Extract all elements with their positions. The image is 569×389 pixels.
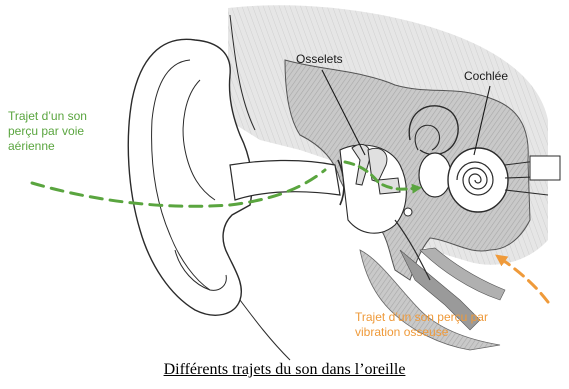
- air-path-label: Trajet d’un son perçu par voie aérienne: [8, 109, 87, 154]
- air-path-label-line-2: perçu par voie: [8, 124, 87, 139]
- figure-caption: Différents trajets du son dans l’oreille: [0, 361, 569, 379]
- round-window: [404, 208, 412, 216]
- bone-path-label-line-2: vibration osseuse: [355, 325, 488, 340]
- bone-path-arrow: [500, 258, 548, 302]
- air-path-label-line-3: aérienne: [8, 139, 87, 154]
- bone-path-label: Trajet d’un son perçu par vibration osse…: [355, 310, 488, 340]
- cochlea: [448, 148, 508, 212]
- vestibule: [419, 153, 451, 197]
- osselets-label: Osselets: [296, 52, 343, 67]
- ear-canal: [230, 160, 340, 200]
- bone-path-label-line-1: Trajet d’un son perçu par: [355, 310, 488, 325]
- nerve-bundle: [530, 156, 560, 180]
- air-path-label-line-1: Trajet d’un son: [8, 109, 87, 124]
- cochlee-label: Cochlée: [464, 69, 508, 84]
